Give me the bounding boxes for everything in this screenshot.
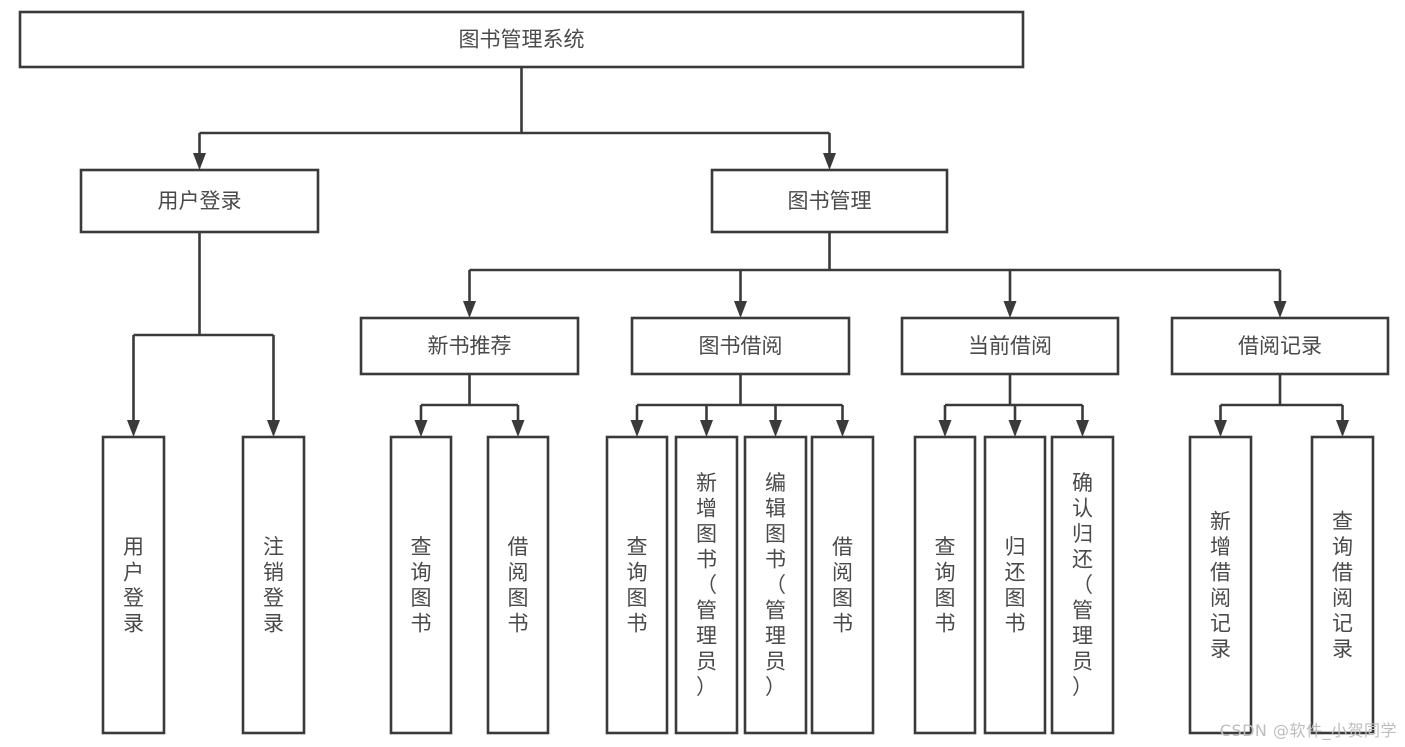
node-label: 借阅图书 [832, 535, 853, 636]
watermark-credit: CSDN @软件_小贺同学 [1219, 721, 1397, 740]
node-leaf-借阅图书-7[interactable]: 借阅图书 [810, 435, 875, 735]
node-l2-图书借阅-1[interactable]: 图书借阅 [630, 316, 851, 376]
node-l2-新书推荐-0[interactable]: 新书推荐 [359, 316, 580, 376]
node-l1-用户登录-0[interactable]: 用户登录 [79, 168, 320, 234]
node-box [101, 435, 166, 735]
node-label: 图书借阅 [699, 334, 783, 358]
图书借阅-to-leaf-2-arrowhead [769, 420, 782, 437]
图书借阅-to-leaf-3-arrowhead [836, 420, 849, 437]
node-box [983, 435, 1047, 735]
node-label: 查询借阅记录 [1332, 509, 1353, 661]
node-label: 确认归还（管理员） [1072, 471, 1093, 699]
node-l1-图书管理-1[interactable]: 图书管理 [710, 168, 949, 234]
mgr-to-l2-2-arrowhead [1003, 301, 1017, 318]
node-box [79, 168, 320, 234]
node-label: 图书管理 [788, 189, 872, 213]
root-to-l1-1-arrowhead [823, 153, 836, 170]
node-box [18, 10, 1025, 69]
node-box [1050, 435, 1115, 735]
图书借阅-to-leaf-1-arrowhead [700, 420, 713, 437]
node-box [710, 168, 949, 234]
node-leaf-新增借阅记录-11[interactable]: 新增借阅记录 [1188, 435, 1253, 735]
node-label: 当前借阅 [968, 334, 1052, 358]
node-box [389, 435, 453, 735]
node-box [359, 316, 580, 376]
图书借阅-to-leaf-0-arrowhead [630, 420, 644, 437]
node-leaf-查询图书-4[interactable]: 查询图书 [605, 435, 669, 735]
node-layer: 图书管理系统用户登录图书管理新书推荐图书借阅当前借阅借阅记录用户登录注销登录查询… [18, 10, 1390, 735]
借阅记录-to-leaf-1-arrowhead [1336, 420, 1349, 437]
node-box [900, 316, 1120, 376]
connector-layer [127, 67, 1349, 437]
node-label: 用户登录 [123, 535, 144, 636]
node-leaf-归还图书-9[interactable]: 归还图书 [983, 435, 1047, 735]
node-leaf-注销登录-1[interactable]: 注销登录 [241, 435, 306, 735]
node-label: 借阅记录 [1238, 334, 1322, 358]
node-label: 查询图书 [627, 535, 648, 636]
node-root-图书管理系统[interactable]: 图书管理系统 [18, 10, 1025, 69]
node-leaf-查询图书-2[interactable]: 查询图书 [389, 435, 453, 735]
root-to-l1-0-arrowhead [193, 153, 206, 170]
node-box [1310, 435, 1375, 735]
node-label: 新书推荐 [428, 334, 512, 358]
node-label: 用户登录 [158, 189, 242, 213]
node-l2-借阅记录-3[interactable]: 借阅记录 [1170, 316, 1390, 376]
node-box [1170, 316, 1390, 376]
node-leaf-用户登录-0[interactable]: 用户登录 [101, 435, 166, 735]
当前借阅-to-leaf-2-arrowhead [1076, 420, 1089, 437]
node-leaf-确认归还-管理员-10[interactable]: 确认归还（管理员） [1050, 435, 1115, 735]
用户登录-to-leaf-0-arrowhead [127, 420, 140, 437]
node-leaf-查询图书-8[interactable]: 查询图书 [913, 435, 977, 735]
当前借阅-to-leaf-1-arrowhead [1008, 420, 1022, 437]
node-label: 图书管理系统 [459, 28, 585, 52]
node-leaf-编辑图书-管理员-6[interactable]: 编辑图书（管理员） [743, 435, 808, 735]
mgr-to-l2-0-arrowhead [463, 301, 476, 318]
node-label: 查询图书 [411, 535, 432, 636]
借阅记录-to-leaf-0-arrowhead [1214, 420, 1227, 437]
node-label: 新增借阅记录 [1210, 509, 1231, 661]
node-label: 新增图书（管理员） [696, 471, 717, 699]
node-box [743, 435, 808, 735]
node-box [1188, 435, 1253, 735]
node-leaf-查询借阅记录-12[interactable]: 查询借阅记录 [1310, 435, 1375, 735]
node-label: 借阅图书 [508, 535, 529, 636]
node-box [630, 316, 851, 376]
node-label: 归还图书 [1005, 535, 1026, 636]
node-box [605, 435, 669, 735]
node-label: 注销登录 [263, 535, 284, 636]
node-box [913, 435, 977, 735]
node-box [810, 435, 875, 735]
node-label: 查询图书 [935, 535, 956, 636]
当前借阅-to-leaf-0-arrowhead [938, 420, 952, 437]
node-l2-当前借阅-2[interactable]: 当前借阅 [900, 316, 1120, 376]
用户登录-to-leaf-1-arrowhead [267, 420, 280, 437]
node-box [486, 435, 550, 735]
新书推荐-to-leaf-0-arrowhead [414, 420, 428, 437]
node-leaf-新增图书-管理员-5[interactable]: 新增图书（管理员） [674, 435, 739, 735]
新书推荐-to-leaf-1-arrowhead [511, 420, 525, 437]
mgr-to-l2-3-arrowhead [1273, 301, 1287, 318]
node-label: 编辑图书（管理员） [765, 471, 786, 699]
node-box [674, 435, 739, 735]
node-box [241, 435, 306, 735]
mgr-to-l2-1-arrowhead [734, 301, 747, 318]
node-leaf-借阅图书-3[interactable]: 借阅图书 [486, 435, 550, 735]
